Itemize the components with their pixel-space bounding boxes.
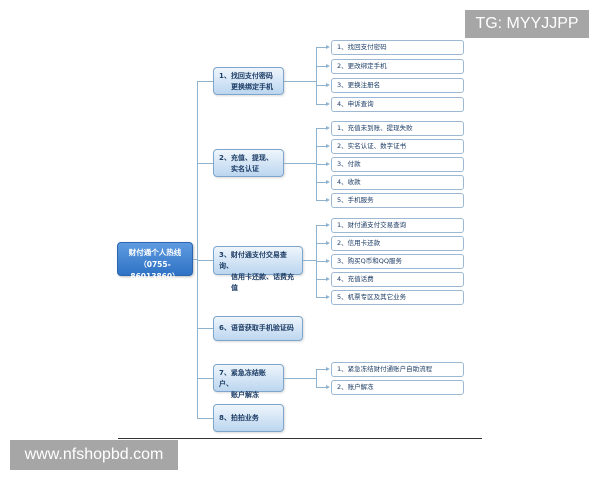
leaf-7-2: 2、账户解冻 (331, 380, 464, 395)
watermark-top-right: TG: MYYJJPP (465, 10, 589, 38)
leaf-7-1: 1、紧急冻结财付通账户自助流程 (331, 362, 464, 377)
connector-trunk (197, 81, 198, 419)
connector-group-7-bracket (316, 369, 317, 388)
connector-branch-7-out (284, 378, 316, 379)
connector-to-branch-7 (197, 378, 213, 379)
connector-leaf (316, 104, 327, 105)
branch-node-2: 2、充值、提现、 实名认证 (213, 149, 284, 177)
root-node-hotline: 财付通个人热线 （0755-86013860） (117, 242, 193, 281)
leaf-3-5: 5、机票专区及其它业务 (331, 290, 464, 305)
branch-8-label: 8、拍拍业务 (219, 414, 259, 422)
connector-leaf (316, 279, 327, 280)
connector-to-branch-2 (197, 163, 213, 164)
connector-group-1-bracket (316, 47, 317, 105)
leaf-1-1: 1、找回支付密码 (331, 40, 464, 55)
connector-leaf (316, 261, 327, 262)
leaf-3-4: 4、充值话费 (331, 272, 464, 287)
arrow-icon (326, 83, 330, 87)
arrow-icon (326, 367, 330, 371)
arrow-icon (326, 198, 330, 202)
arrow-icon (326, 241, 330, 245)
branch-7-line2: 账户解冻 (231, 391, 259, 399)
leaf-2-4: 4、收款 (331, 175, 464, 190)
leaf-2-2: 2、实名认证、数字证书 (331, 139, 464, 154)
branch-2-line2: 实名认证 (231, 165, 259, 173)
branch-node-3: 3、财付通支付交易查询、 信用卡还款、话费充值 (213, 246, 303, 292)
leaf-1-3: 3、更换注册名 (331, 78, 464, 93)
arrow-icon (326, 295, 330, 299)
branch-node-7: 7、紧急冻结账户、 账户解冻 (213, 364, 284, 399)
root-phone: （0755-86013860） (130, 260, 180, 281)
connector-to-branch-3 (197, 260, 213, 261)
branch-3-line2: 信用卡还款、话费充值 (231, 273, 294, 292)
arrow-icon (326, 102, 330, 106)
arrow-icon (326, 126, 330, 130)
connector-leaf (316, 387, 327, 388)
connector-leaf (316, 369, 327, 370)
branch-2-line1: 2、充值、提现、 (219, 154, 273, 162)
bottom-divider (118, 438, 482, 439)
connector-to-branch-1 (197, 81, 213, 82)
leaf-1-2: 2、更改绑定手机 (331, 59, 464, 74)
branch-node-1: 1、找回支付密码 更换绑定手机 (213, 67, 284, 95)
connector-leaf (316, 164, 327, 165)
branch-3-line1: 3、财付通支付交易查询、 (219, 251, 287, 270)
leaf-3-1: 1、财付通支付交易查询 (331, 218, 464, 233)
connector-root-out (193, 259, 198, 260)
watermark-bottom-left: www.nfshopbd.com (10, 440, 178, 470)
leaf-3-3: 3、购买Q币和QQ服务 (331, 254, 464, 269)
leaf-2-5: 5、手机服务 (331, 193, 464, 208)
connector-branch-1-out (284, 81, 316, 82)
connector-to-branch-6 (197, 328, 213, 329)
arrow-icon (326, 64, 330, 68)
connector-leaf (316, 182, 327, 183)
connector-to-branch-8 (197, 418, 213, 419)
branch-1-line2: 更换绑定手机 (231, 83, 273, 91)
leaf-3-2: 2、信用卡还款 (331, 236, 464, 251)
connector-branch-3-out (303, 260, 316, 261)
root-title: 财付通个人热线 (128, 248, 182, 257)
connector-leaf (316, 85, 327, 86)
connector-leaf (316, 225, 327, 226)
arrow-icon (326, 162, 330, 166)
arrow-icon (326, 259, 330, 263)
arrow-icon (326, 180, 330, 184)
connector-leaf (316, 200, 327, 201)
branch-7-line1: 7、紧急冻结账户、 (219, 369, 266, 388)
arrow-icon (326, 144, 330, 148)
connector-leaf (316, 128, 327, 129)
arrow-icon (326, 45, 330, 49)
branch-1-line1: 1、找回支付密码 (219, 72, 273, 80)
connector-branch-2-out (284, 163, 316, 164)
arrow-icon (326, 277, 330, 281)
branch-6-label: 6、语音获取手机验证码 (219, 324, 294, 332)
arrow-icon (326, 223, 330, 227)
leaf-1-4: 4、申诉查询 (331, 97, 464, 112)
branch-node-8: 8、拍拍业务 (213, 404, 284, 432)
connector-leaf (316, 146, 327, 147)
leaf-2-1: 1、充值未到账、提现失败 (331, 121, 464, 136)
branch-node-6: 6、语音获取手机验证码 (213, 316, 303, 341)
connector-leaf (316, 66, 327, 67)
arrow-icon (326, 385, 330, 389)
connector-leaf (316, 243, 327, 244)
connector-leaf (316, 47, 327, 48)
connector-leaf (316, 297, 327, 298)
leaf-2-3: 3、付款 (331, 157, 464, 172)
